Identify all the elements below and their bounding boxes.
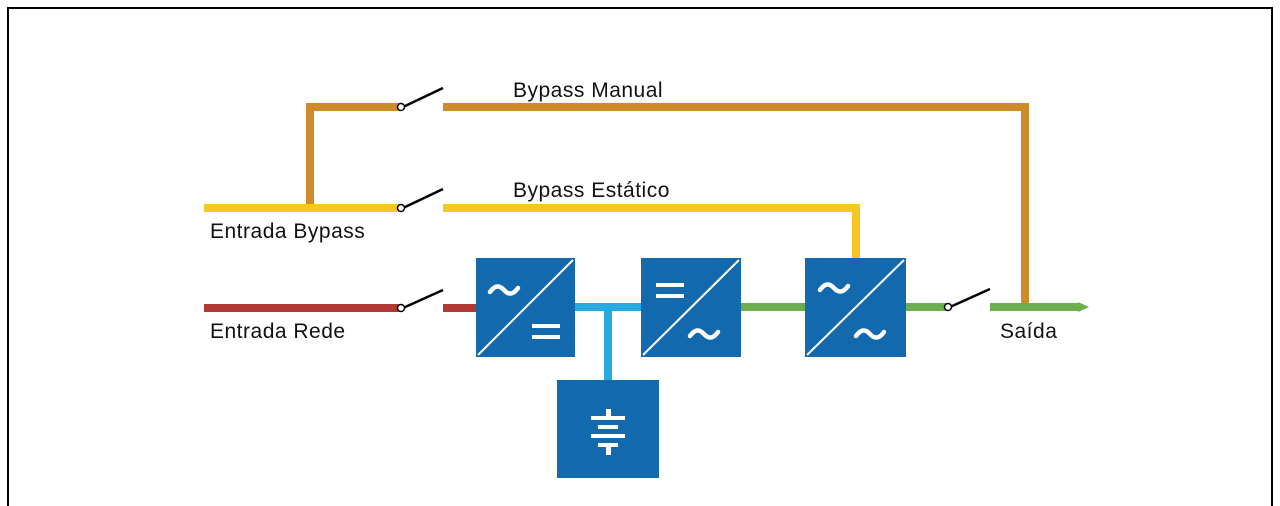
ac-symbol-icon: [487, 284, 521, 296]
battery-block: [557, 380, 659, 478]
battery-icon: [591, 409, 625, 455]
output-switch-icon: [943, 287, 991, 312]
ac-symbol-icon: [687, 328, 721, 340]
output-arrow-head: [1078, 302, 1089, 312]
dc-symbol-icon: [532, 324, 560, 339]
ac-symbol-icon: [817, 282, 851, 294]
manual-bypass-switch-icon: [396, 86, 444, 112]
mains-input-switch-icon: [396, 288, 444, 313]
entrada-rede-label: Entrada Rede: [210, 320, 346, 343]
inverter-block: [641, 258, 741, 357]
bypass-estatico-label: Bypass Estático: [513, 179, 670, 202]
static-switch-block: [805, 258, 906, 357]
frame-border: [7, 7, 1273, 506]
ac-symbol-icon: [853, 328, 887, 340]
rectifier-block: [476, 258, 575, 357]
bypass-manual-label: Bypass Manual: [513, 79, 663, 102]
entrada-bypass-label: Entrada Bypass: [210, 220, 365, 243]
dc-bus-path: [575, 303, 641, 380]
dc-symbol-icon: [656, 283, 684, 298]
saida-label: Saída: [1000, 320, 1057, 343]
static-bypass-path: [204, 204, 860, 262]
manual-bypass-path: [306, 103, 1029, 306]
static-bypass-switch-icon: [396, 187, 444, 213]
